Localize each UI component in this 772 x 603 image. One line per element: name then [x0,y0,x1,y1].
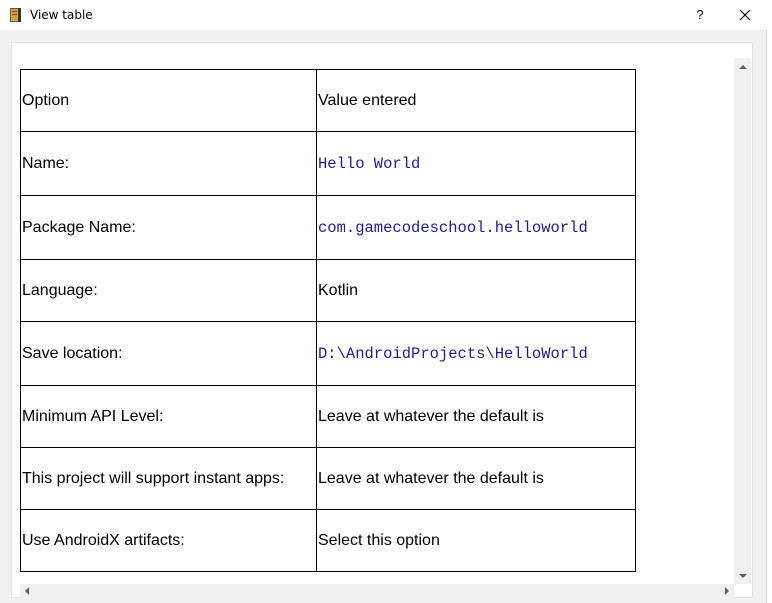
option-cell: Option [20,69,317,132]
title-bar[interactable]: View table ? [0,0,772,30]
value-cell: Select this option [316,509,636,572]
table-row: Package Name:com.gamecodeschool.hellowor… [20,195,636,260]
table-row: This project will support instant apps:L… [20,447,636,510]
chevron-left-icon [25,587,29,595]
scroll-left-button[interactable] [20,584,34,598]
value-cell: Hello World [316,131,636,196]
scroll-right-button[interactable] [720,584,734,598]
book-icon [10,8,21,22]
option-cell: Language: [20,259,317,322]
close-icon [739,9,751,21]
value-cell: com.gamecodeschool.helloworld [316,195,636,260]
table-row: Language:Kotlin [20,259,636,322]
option-cell: Minimum API Level: [20,385,317,448]
table-row: Save location:D:\AndroidProjects\HelloWo… [20,321,636,386]
table-row: Name:Hello World [20,131,636,196]
table-row: Minimum API Level:Leave at whatever the … [20,385,636,448]
option-cell: Use AndroidX artifacts: [20,509,317,572]
option-cell: Save location: [20,321,317,386]
value-cell: Leave at whatever the default is [316,447,636,510]
horizontal-scrollbar[interactable] [20,584,734,598]
value-cell: D:\AndroidProjects\HelloWorld [316,321,636,386]
option-cell: Name: [20,131,317,196]
chevron-up-icon [738,64,747,69]
table-row: Use AndroidX artifacts:Select this optio… [20,509,636,572]
chevron-down-icon [738,573,747,578]
value-cell: Leave at whatever the default is [316,385,636,448]
chevron-right-icon [725,587,729,595]
option-cell: This project will support instant apps: [20,447,317,510]
scroll-up-button[interactable] [734,58,751,75]
help-button[interactable]: ? [696,7,704,22]
vertical-scrollbar[interactable] [734,58,751,584]
option-cell: Package Name: [20,195,317,260]
value-cell: Value entered [316,69,636,132]
window-title: View table [30,8,93,22]
close-button[interactable] [730,0,760,30]
window-edge [766,30,772,603]
value-cell: Kotlin [316,259,636,322]
scroll-down-button[interactable] [734,567,751,584]
